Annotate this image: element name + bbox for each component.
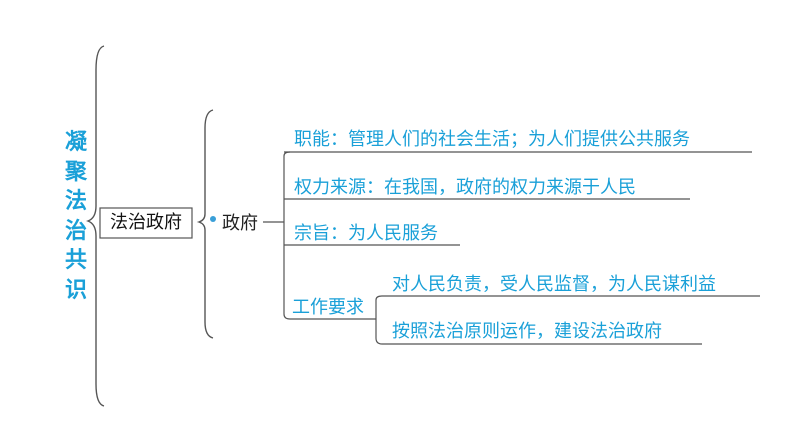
- vertical-title: 凝 聚 法 治 共 识: [58, 128, 94, 305]
- title-char: 治: [64, 217, 87, 244]
- title-char: 凝: [64, 129, 87, 155]
- title-char: 法: [64, 188, 87, 214]
- branch-function: 职能：管理人们的社会生活；为人们提供公共服务: [294, 129, 690, 150]
- label-box: 法治政府: [110, 212, 182, 233]
- node-dot: [210, 216, 216, 222]
- branch-power-source: 权力来源：在我国，政府的权力来源于人民: [294, 177, 636, 198]
- title-char: 共: [64, 247, 87, 273]
- label-box-frame: [99, 207, 193, 239]
- branch-purpose: 宗旨：为人民服务: [294, 223, 438, 244]
- work-label: 工作要求: [292, 297, 364, 318]
- work-spine: [375, 295, 760, 345]
- branch-spine: [283, 151, 291, 320]
- work-item-2: 按照法治原则运作，建设法治政府: [392, 321, 662, 342]
- node-label: 政府: [222, 213, 258, 234]
- outer-brace: [86, 45, 105, 407]
- title-char: 识: [64, 276, 87, 303]
- inner-brace: [196, 109, 214, 339]
- work-item-1: 对人民负责，受人民监督，为人民谋利益: [392, 274, 716, 295]
- title-char: 聚: [64, 158, 87, 185]
